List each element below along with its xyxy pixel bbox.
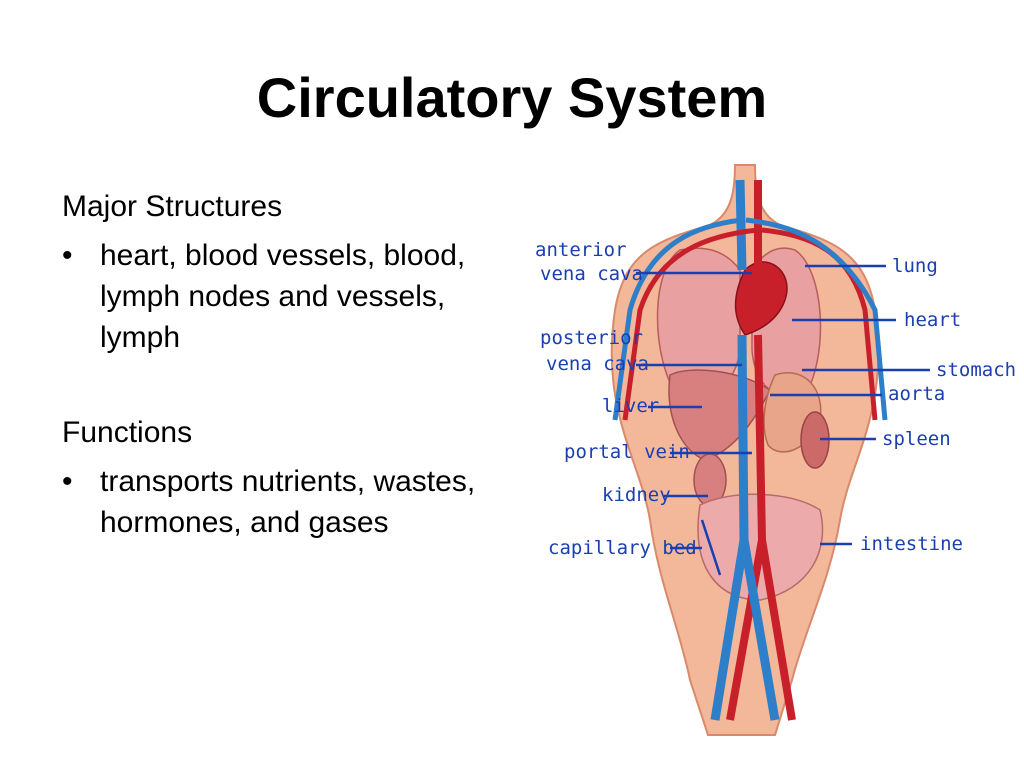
arm-vein: [612, 217, 888, 421]
list-item: • heart, blood vessels, blood, lymph nod…: [62, 235, 502, 358]
section-heading-functions: Functions: [62, 416, 193, 449]
label-aorta: aorta: [888, 383, 945, 405]
section-heading-structures: Major Structures: [62, 190, 283, 223]
label-lung: lung: [892, 255, 938, 277]
list-item: • transports nutrients, wastes, hormones…: [62, 461, 502, 543]
structures-list: • heart, blood vessels, blood, lymph nod…: [62, 235, 502, 358]
vena-cava-vessel: [710, 179, 780, 721]
label-anterior-vena-cava-1: anterior: [535, 239, 627, 261]
label-leaders: [636, 264, 930, 576]
label-spleen: spleen: [882, 428, 951, 450]
label-kidney: kidney: [602, 484, 671, 506]
label-posterior-vena-cava-2: vena cava: [546, 353, 649, 375]
slide-title: Circulatory System: [256, 66, 768, 129]
label-portal-vein: portal vein: [564, 441, 690, 463]
label-posterior-vena-cava-1: posterior: [540, 327, 643, 349]
text-column: Major Structures • heart, blood vessels,…: [62, 186, 502, 543]
bullet-marker: •: [62, 239, 73, 272]
bullet-marker: •: [62, 465, 73, 498]
circulatory-diagram: anterior vena cava posterior vena cava l…: [535, 164, 1016, 736]
label-stomach: stomach: [936, 359, 1016, 381]
label-capillary-bed: capillary bed: [548, 537, 697, 559]
bullet-text: heart, blood vessels, blood, lymph nodes…: [100, 239, 466, 354]
aorta-vessel: [726, 180, 796, 721]
label-heart: heart: [904, 309, 961, 331]
label-liver: liver: [602, 395, 659, 417]
functions-list: • transports nutrients, wastes, hormones…: [62, 461, 502, 543]
bullet-text: transports nutrients, wastes, hormones, …: [100, 465, 476, 539]
label-intestine: intestine: [860, 533, 963, 555]
label-anterior-vena-cava-2: vena cava: [540, 263, 643, 285]
heart: [734, 261, 788, 336]
